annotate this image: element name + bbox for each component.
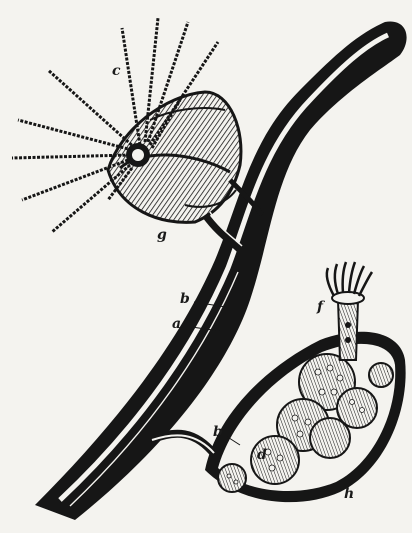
label-d: d xyxy=(257,448,267,462)
label-c: c xyxy=(112,64,121,78)
label-f: f xyxy=(317,300,323,314)
small-polyp-stalk xyxy=(338,300,358,360)
label-h: h xyxy=(344,487,354,501)
label-a: a xyxy=(172,317,181,331)
label-b-upper: b xyxy=(180,292,190,306)
small-polyp-tentacles xyxy=(327,262,372,296)
label-g: g xyxy=(157,228,167,242)
label-b-lower: b xyxy=(213,425,223,439)
